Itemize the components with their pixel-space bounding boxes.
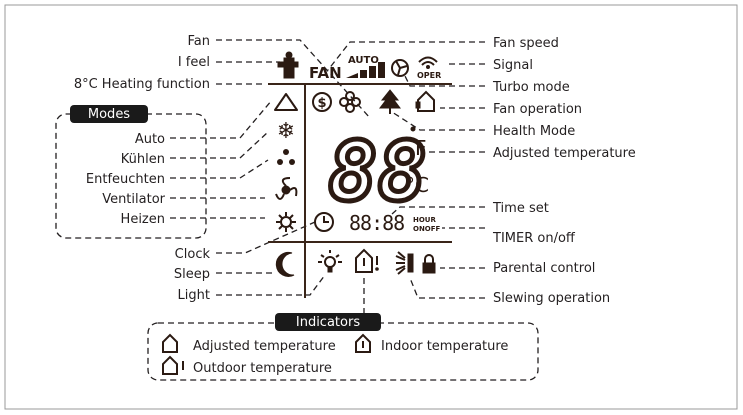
- adjusted-temp-house-icon: [162, 333, 178, 353]
- label-signal: Signal: [493, 58, 533, 73]
- label-timer: TIMER on/off: [492, 231, 576, 246]
- unit-c: °C: [405, 173, 429, 197]
- label-sleep: Sleep: [174, 267, 210, 282]
- unit-f: F: [415, 136, 427, 160]
- label-turbo: Turbo mode: [492, 80, 570, 95]
- mode-auto: Auto: [135, 132, 165, 147]
- mode-heizen: Heizen: [121, 212, 165, 227]
- mode-kuehlen: Kühlen: [121, 152, 165, 167]
- dry-drops-icon: [277, 149, 295, 165]
- mode-ventilator: Ventilator: [102, 192, 165, 207]
- indicator-outdoor: Outdoor temperature: [193, 361, 332, 376]
- fan-operation-house-icon: [415, 90, 435, 112]
- 8c-heating-dollar-icon: $: [312, 92, 332, 112]
- indoor-temp-house-icon: [355, 248, 379, 273]
- label-clock: Clock: [175, 247, 211, 262]
- indicator-adjusted: Adjusted temperature: [193, 339, 336, 354]
- health-tree-icon: [379, 89, 401, 114]
- auto-text: AUTO: [348, 55, 379, 66]
- outdoor-temp-indicator-icon: [162, 355, 184, 375]
- mode-entfeuchten: Entfeuchten: [86, 172, 165, 187]
- i-feel-icon: [277, 51, 299, 79]
- svg-text:$: $: [317, 96, 326, 111]
- label-time-set: Time set: [492, 201, 549, 216]
- frame: [4, 4, 738, 410]
- label-health: Health Mode: [493, 124, 575, 139]
- heat-sun-icon: [276, 212, 296, 232]
- label-i-feel: I feel: [178, 55, 210, 70]
- label-fan: Fan: [188, 34, 211, 49]
- label-adjusted-temp: Adjusted temperature: [493, 146, 636, 161]
- label-parental: Parental control: [493, 261, 595, 276]
- ventilator-fan-icon: [275, 177, 298, 200]
- label-8c-heating: 8°C Heating function: [74, 77, 210, 92]
- label-light: Light: [178, 288, 210, 303]
- signal-icon: [418, 56, 438, 69]
- slewing-icon: [395, 251, 414, 275]
- oper-text: OPER: [417, 71, 441, 80]
- modes-pill: [70, 105, 148, 123]
- light-bulb-icon: [318, 250, 342, 273]
- hour-text: HOUR: [413, 216, 436, 224]
- fan-icon: [339, 91, 361, 113]
- fan-text: FAN: [309, 64, 342, 82]
- sleep-moon-icon: [275, 251, 295, 277]
- indicator-indoor: Indoor temperature: [381, 339, 508, 354]
- label-fan-speed: Fan speed: [493, 36, 559, 51]
- lock-icon: [422, 254, 436, 274]
- label-slewing: Slewing operation: [493, 291, 610, 306]
- turbo-fan-icon: [391, 59, 409, 77]
- clock-icon: [314, 212, 334, 232]
- time-digits: 88:88: [349, 211, 404, 235]
- auto-mode-icon: [274, 93, 298, 111]
- temperature-digits: 88: [328, 125, 427, 220]
- indoor-temp-indicator-icon: [355, 333, 371, 353]
- indicators-pill: [275, 313, 381, 331]
- modes-title: Modes: [88, 107, 130, 122]
- onoff-text: ONOFF: [413, 225, 441, 233]
- cool-snowflake-icon: ❄: [277, 119, 295, 144]
- label-fan-operation: Fan operation: [493, 102, 582, 117]
- degree-f-dot: [410, 126, 416, 132]
- indicators-title: Indicators: [296, 315, 360, 330]
- fan-speed-bars-icon: [346, 62, 385, 78]
